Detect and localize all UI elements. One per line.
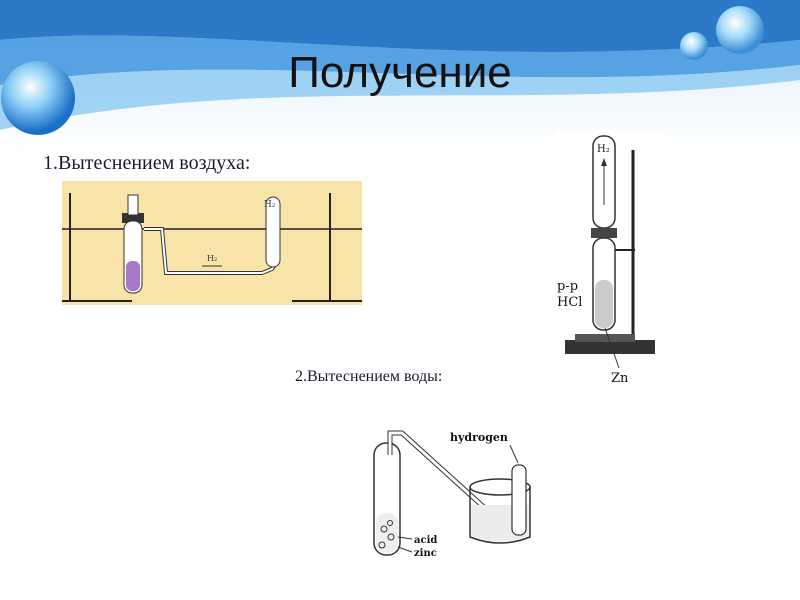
water-gas-label: hydrogen xyxy=(450,431,508,444)
decor-orb-left xyxy=(1,61,75,135)
decor-orb-small xyxy=(680,32,708,60)
slide-title: Получение xyxy=(288,48,512,97)
stand-apparatus-diagram: H₂ р-р HCl Zn xyxy=(555,130,665,392)
water-metal-label: zinc xyxy=(414,548,437,559)
stand-solution-label-1: р-р xyxy=(557,279,578,294)
method-water-label: 2.Вытеснением воды: xyxy=(295,368,443,385)
header-banner xyxy=(0,0,800,150)
method-air-label: 1.Вытеснением воздуха: xyxy=(43,152,251,174)
decor-orb-right xyxy=(716,6,764,54)
air-displacement-diagram: H₂ H₂ xyxy=(62,181,362,305)
stand-gas-label: H₂ xyxy=(597,144,610,155)
stand-metal-label: Zn xyxy=(611,371,629,386)
water-displacement-diagram: hydrogen acid zinc xyxy=(360,425,560,570)
air-tube-gas-label: H₂ xyxy=(207,254,217,263)
air-flask-gas-label: H₂ xyxy=(264,200,276,210)
water-acid-label: acid xyxy=(414,535,437,546)
stand-solution-label-2: HCl xyxy=(557,295,582,310)
